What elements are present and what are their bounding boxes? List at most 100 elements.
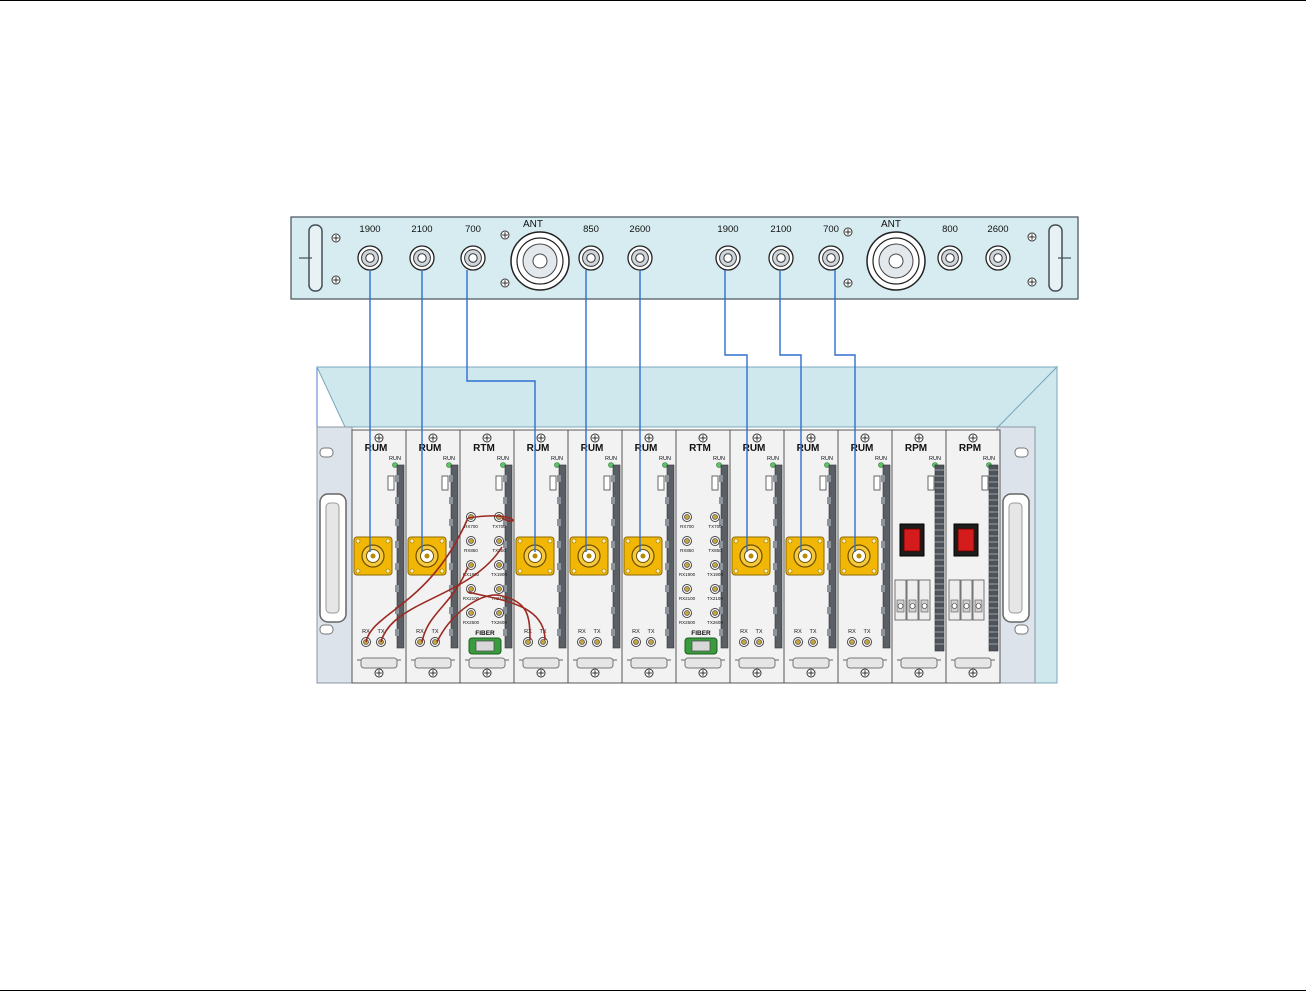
module-latch[interactable]: [792, 657, 830, 669]
module-latch[interactable]: [360, 657, 398, 669]
rtm-tx-port[interactable]: [494, 584, 504, 594]
rtm-rx-port[interactable]: [682, 608, 692, 618]
module-latch[interactable]: [684, 657, 722, 669]
module-latch[interactable]: [630, 657, 668, 669]
module-latch[interactable]: [738, 657, 776, 669]
rtm-tx-port[interactable]: [494, 608, 504, 618]
usb-port-icon[interactable]: [819, 475, 827, 491]
coax-cable-blue[interactable]: [779, 270, 802, 552]
usb-port-icon[interactable]: [765, 475, 773, 491]
rx-port[interactable]: [523, 637, 533, 647]
module-latch[interactable]: [846, 657, 884, 669]
rtm-tx-port[interactable]: [494, 536, 504, 546]
tx-port[interactable]: [538, 637, 548, 647]
rtm-rx-port[interactable]: [682, 560, 692, 570]
rtm-rx-port[interactable]: [466, 608, 476, 618]
rtm-rx-port[interactable]: [682, 512, 692, 522]
rx-port[interactable]: [793, 637, 803, 647]
tx-port[interactable]: [754, 637, 764, 647]
rtm-tx-port[interactable]: [710, 584, 720, 594]
panel-port-connector[interactable]: [409, 245, 435, 271]
module-latch[interactable]: [576, 657, 614, 669]
power-switch-icon[interactable]: [953, 523, 979, 557]
rf-connector-gold[interactable]: [623, 536, 663, 576]
rtm-rx-port[interactable]: [682, 536, 692, 546]
fiber-connector-icon[interactable]: [684, 637, 718, 655]
power-switch-icon[interactable]: [899, 523, 925, 557]
rx-port[interactable]: [577, 637, 587, 647]
rtm-rx-port[interactable]: [682, 584, 692, 594]
rf-connector-gold[interactable]: [407, 536, 447, 576]
rtm-rx-port[interactable]: [466, 584, 476, 594]
usb-port-icon[interactable]: [711, 475, 719, 491]
usb-port-icon[interactable]: [927, 475, 935, 491]
jumper-cable-red[interactable]: [421, 566, 469, 643]
panel-port-connector[interactable]: [460, 245, 486, 271]
tx-port[interactable]: [592, 637, 602, 647]
module-latch[interactable]: [954, 657, 992, 669]
tx-port[interactable]: [646, 637, 656, 647]
usb-port-icon[interactable]: [603, 475, 611, 491]
usb-port-icon[interactable]: [981, 475, 989, 491]
jumper-cable-red[interactable]: [501, 595, 531, 641]
coax-cable-blue[interactable]: [834, 270, 856, 552]
module-latch[interactable]: [900, 657, 938, 669]
rx-port[interactable]: [847, 637, 857, 647]
usb-port-icon[interactable]: [441, 475, 449, 491]
usb-port-icon[interactable]: [549, 475, 557, 491]
rf-connector-gold[interactable]: [785, 536, 825, 576]
coax-cable-blue[interactable]: [466, 270, 536, 552]
rtm-tx-port[interactable]: [494, 560, 504, 570]
panel-port-connector[interactable]: [715, 245, 741, 271]
rx-port[interactable]: [739, 637, 749, 647]
panel-port-connector[interactable]: [768, 245, 794, 271]
module-latch[interactable]: [414, 657, 452, 669]
panel-port-connector[interactable]: [937, 245, 963, 271]
rf-connector-gold[interactable]: [839, 536, 879, 576]
panel-port-connector[interactable]: [818, 245, 844, 271]
panel-port-connector[interactable]: [985, 245, 1011, 271]
rtm-tx-port[interactable]: [710, 560, 720, 570]
rf-connector-gold[interactable]: [731, 536, 771, 576]
jumper-cable-red[interactable]: [467, 515, 514, 522]
usb-port-icon[interactable]: [657, 475, 665, 491]
antenna-connector[interactable]: [866, 231, 926, 291]
rtm-tx-port[interactable]: [710, 536, 720, 546]
usb-port-icon[interactable]: [387, 475, 395, 491]
panel-port-connector[interactable]: [357, 245, 383, 271]
module-latch[interactable]: [522, 657, 560, 669]
rtm-rx-port[interactable]: [466, 560, 476, 570]
tx-port[interactable]: [862, 637, 872, 647]
coax-cable-blue[interactable]: [724, 270, 748, 552]
tx-port[interactable]: [808, 637, 818, 647]
jumper-cable-red[interactable]: [365, 517, 469, 643]
rtm-tx-port[interactable]: [710, 608, 720, 618]
usb-port-icon[interactable]: [495, 475, 503, 491]
module-latch[interactable]: [468, 657, 506, 669]
fiber-connector-icon[interactable]: [468, 637, 502, 655]
rf-connector-gold[interactable]: [569, 536, 609, 576]
jumper-cable-red[interactable]: [467, 591, 546, 641]
usb-port-icon[interactable]: [873, 475, 881, 491]
rtm-rx-port[interactable]: [466, 536, 476, 546]
panel-port-connector[interactable]: [578, 245, 604, 271]
antenna-connector[interactable]: [510, 231, 570, 291]
rtm-tx-port[interactable]: [710, 512, 720, 522]
rx-port[interactable]: [631, 637, 641, 647]
panel-port-connector[interactable]: [627, 245, 653, 271]
jumper-cable-red[interactable]: [380, 546, 503, 643]
rf-connector-gold[interactable]: [353, 536, 393, 576]
jumper-cable-red[interactable]: [436, 594, 503, 643]
